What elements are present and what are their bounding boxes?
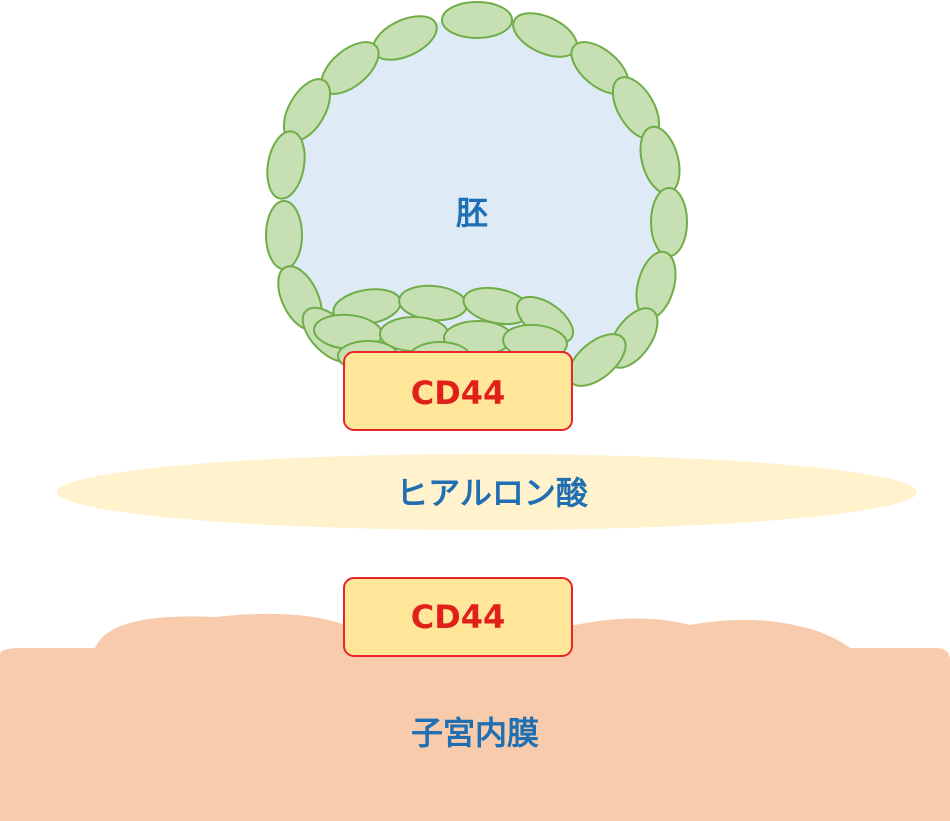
receptor-top: CD44 bbox=[343, 351, 573, 431]
embryo-cells bbox=[265, 1, 688, 387]
embryo-cell bbox=[441, 1, 513, 39]
receptor-top-label: CD44 bbox=[411, 374, 506, 412]
hyaluronic-acid-label: ヒアルロン酸 bbox=[396, 474, 589, 512]
embryo: 胚 bbox=[265, 1, 688, 402]
receptor-bottom: CD44 bbox=[343, 577, 573, 657]
hyaluronic-acid: ヒアルロン酸 bbox=[57, 454, 917, 530]
endometrium-shape bbox=[0, 613, 950, 821]
endometrium: 子宮内膜 bbox=[0, 613, 950, 821]
embryo-cell bbox=[265, 200, 303, 270]
embryo-cell bbox=[266, 130, 306, 200]
hyaluronic-acid-ellipse bbox=[57, 454, 917, 530]
receptor-bottom-label: CD44 bbox=[411, 598, 506, 636]
embryo-cell bbox=[650, 187, 688, 257]
embryo-label: 胚 bbox=[456, 194, 488, 232]
endometrium-label: 子宮内膜 bbox=[411, 714, 539, 752]
receptor-top-box bbox=[343, 351, 573, 431]
receptor-bottom-box bbox=[343, 577, 573, 657]
